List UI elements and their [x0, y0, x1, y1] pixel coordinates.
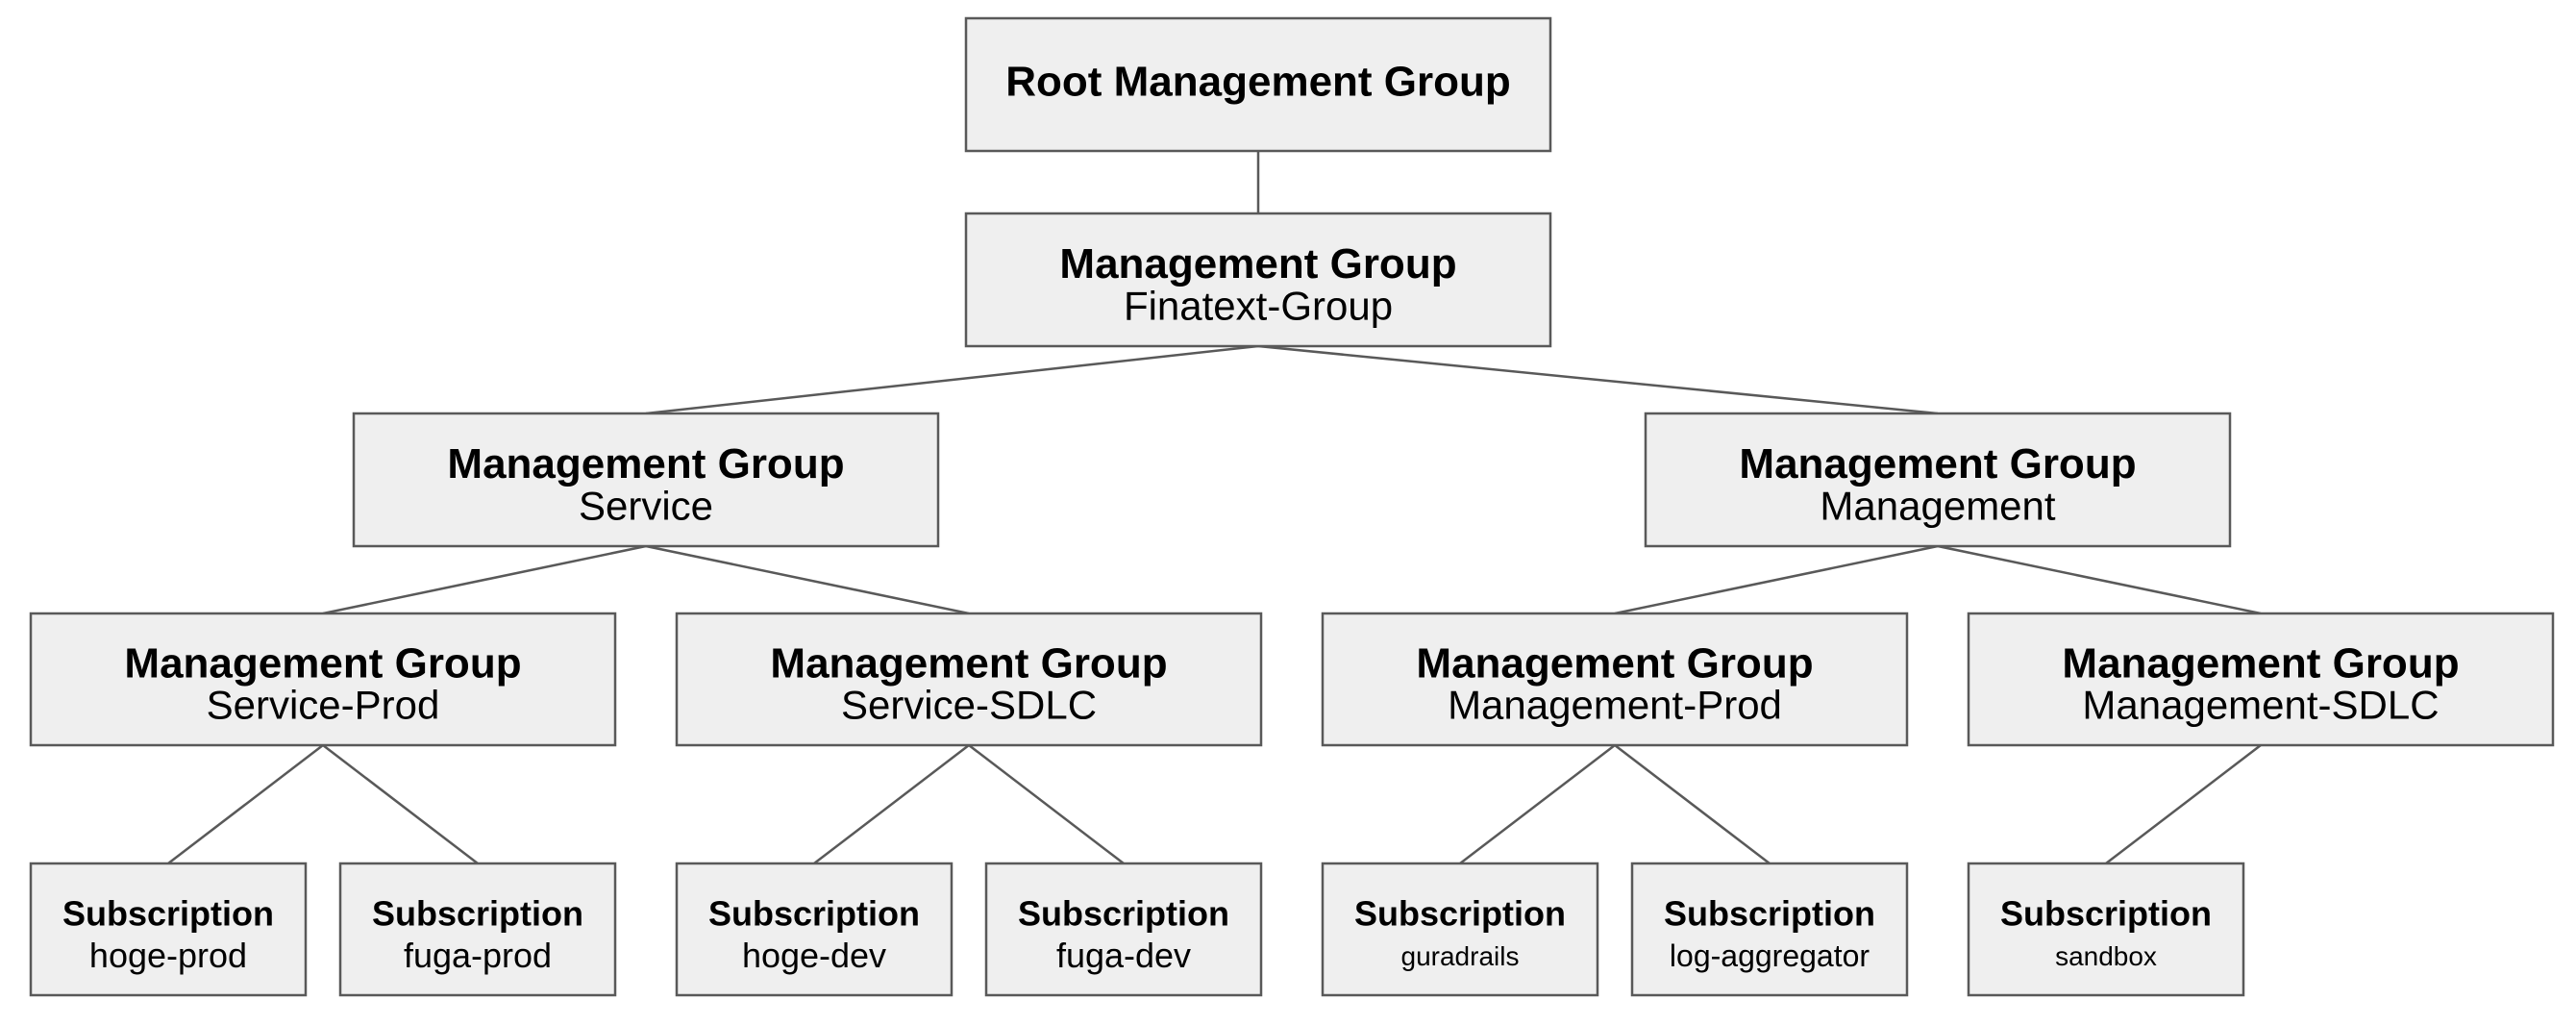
node-title: Subscription — [2000, 893, 2212, 933]
node-subtitle: fuga-dev — [1056, 936, 1191, 975]
node-box — [964, 16, 1552, 153]
edge-management-prod-to-log-aggregator — [1614, 744, 1771, 864]
node-title: Subscription — [372, 893, 583, 933]
node-subtitle: Management-SDLC — [2082, 683, 2439, 728]
node-title: Management Group — [770, 639, 1167, 687]
node-subtitle: Management — [1820, 483, 2055, 528]
node-title: Management Group — [1059, 240, 1456, 288]
edge-management-to-management-sdlc — [1937, 544, 2262, 615]
node-box — [1967, 862, 2245, 997]
node-box — [338, 862, 617, 997]
node-subtitle: Service-Prod — [207, 683, 440, 728]
edge-service-prod-to-fuga-prod — [322, 744, 479, 864]
node-subtitle: Service-SDLC — [841, 683, 1097, 728]
node-title: Subscription — [708, 893, 920, 933]
node-root: Root Management Group — [964, 16, 1552, 153]
node-title: Management Group — [447, 440, 844, 488]
node-box — [675, 862, 954, 997]
node-box — [29, 862, 308, 997]
node-subtitle: Management-Prod — [1448, 683, 1782, 728]
edge-finatext-to-service — [645, 344, 1259, 415]
node-box — [1321, 862, 1599, 997]
node-title: Management Group — [1739, 440, 2136, 488]
node-box — [1967, 612, 2555, 747]
node-subtitle: Service — [579, 483, 713, 528]
edge-service-sdlc-to-hoge-dev — [813, 744, 970, 864]
node-title: Root Management Group — [1005, 59, 1511, 106]
node-subtitle: hoge-dev — [742, 936, 886, 975]
node-title: Management Group — [1416, 639, 1813, 687]
node-title: Subscription — [62, 893, 274, 933]
edge-finatext-to-management — [1257, 344, 1939, 415]
node-box — [964, 212, 1552, 348]
node-title: Management Group — [124, 639, 521, 687]
edge-service-to-service-prod — [322, 544, 647, 615]
node-box — [675, 612, 1263, 747]
node-subtitle: log-aggregator — [1670, 938, 1870, 973]
edge-management-to-management-prod — [1614, 544, 1939, 615]
node-box — [984, 862, 1263, 997]
edge-service-prod-to-hoge-prod — [167, 744, 324, 864]
node-subtitle: fuga-prod — [404, 936, 552, 975]
node-box — [1630, 862, 1909, 997]
node-subtitle: sandbox — [2055, 941, 2157, 971]
edge-management-prod-to-guradrails — [1459, 744, 1616, 864]
node-title: Management Group — [2062, 639, 2459, 687]
node-guradrails: Subscription guradrails — [1321, 862, 1599, 997]
node-title: Subscription — [1354, 893, 1566, 933]
node-sandbox: Subscription sandbox — [1967, 862, 2245, 997]
node-box — [29, 612, 617, 747]
edge-management-sdlc-to-sandbox — [2105, 744, 2262, 864]
node-title: Subscription — [1664, 893, 1875, 933]
node-box — [1644, 412, 2232, 548]
node-subtitle: Finatext-Group — [1124, 283, 1393, 328]
node-box — [1321, 612, 1909, 747]
node-subtitle: hoge-prod — [89, 936, 247, 975]
node-subtitle: guradrails — [1401, 941, 1520, 971]
node-log-aggregator: Subscription log-aggregator — [1630, 862, 1909, 997]
node-title: Subscription — [1018, 893, 1229, 933]
edges — [167, 151, 2262, 864]
node-box — [352, 412, 940, 548]
edge-service-to-service-sdlc — [645, 544, 970, 615]
edge-service-sdlc-to-fuga-dev — [968, 744, 1125, 864]
